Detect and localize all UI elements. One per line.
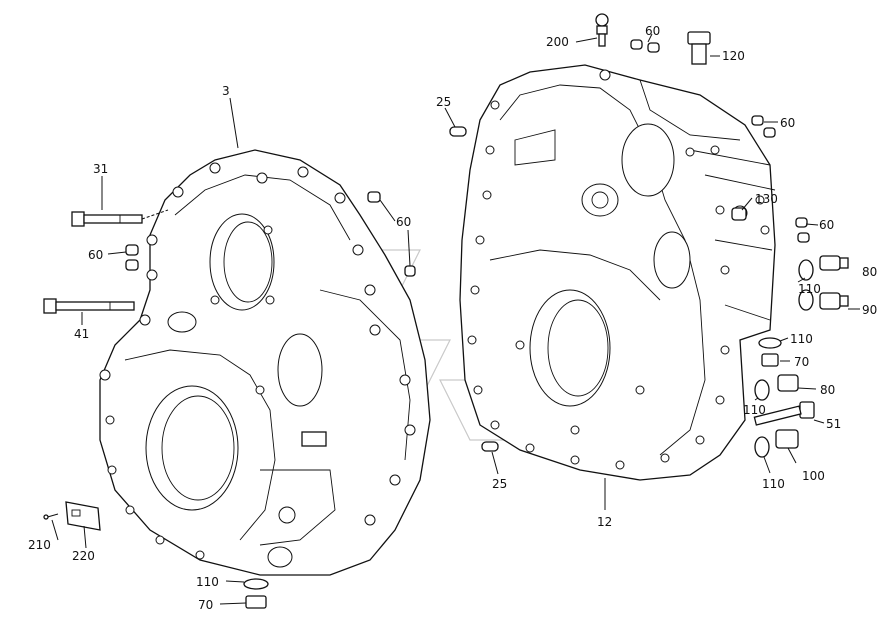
label-12: 12	[597, 515, 612, 529]
pin-210	[43, 513, 59, 520]
label-25-lower: 25	[492, 477, 507, 491]
label-110-lower: 110	[743, 403, 766, 417]
leader-lines	[51, 33, 860, 605]
label-110-bottom: 110	[196, 575, 219, 589]
eyebolt-200	[595, 13, 609, 47]
bolt-41	[43, 298, 135, 314]
label-210: 210	[28, 538, 51, 552]
washer-110-middle	[758, 337, 782, 349]
housing-part-3	[99, 149, 431, 576]
label-60-top: 60	[645, 24, 660, 38]
pin-25-lower	[481, 441, 499, 452]
label-60-right-lower: 60	[819, 218, 834, 232]
plug-80-lower	[754, 374, 799, 401]
housing-part-12	[459, 64, 776, 481]
label-70-right: 70	[794, 355, 809, 369]
plug-100	[754, 429, 799, 458]
label-70-bottom: 70	[198, 598, 213, 612]
label-100: 100	[802, 469, 825, 483]
label-110-middle: 110	[790, 332, 813, 346]
label-130: 130	[755, 192, 778, 206]
plate-220	[65, 501, 101, 531]
plug-120	[687, 31, 711, 65]
plug-60-top	[630, 39, 660, 53]
washer-110-bottom	[243, 578, 269, 590]
label-60-right-upper: 60	[780, 116, 795, 130]
plug-80-upper	[819, 255, 849, 271]
label-31: 31	[93, 162, 108, 176]
label-51: 51	[826, 417, 841, 431]
label-110-upper: 110	[798, 282, 821, 296]
plug-90	[819, 292, 849, 310]
plug-70-bottom	[245, 595, 267, 609]
label-60-left: 60	[88, 248, 103, 262]
bolt-31	[71, 209, 169, 227]
label-80-upper: 80	[862, 265, 877, 279]
label-220: 220	[72, 549, 95, 563]
label-200: 200	[546, 35, 569, 49]
label-60-middle: 60	[396, 215, 411, 229]
bolt-51	[753, 401, 815, 426]
plug-60-left	[125, 244, 139, 271]
label-90: 90	[862, 303, 877, 317]
label-25-upper: 25	[436, 95, 451, 109]
pin-25-upper	[449, 126, 467, 137]
washer-110-upper	[798, 259, 814, 311]
label-110-bottom-right: 110	[762, 477, 785, 491]
part-labels: 3 31 60 60 41 210 220 110 70 25 200 60 1…	[28, 24, 877, 612]
label-41: 41	[74, 327, 89, 341]
plug-60-right-lower	[795, 217, 810, 243]
label-80-lower: 80	[820, 383, 835, 397]
plug-60-right-upper	[751, 115, 776, 138]
plug-130	[731, 207, 747, 221]
label-120: 120	[722, 49, 745, 63]
plug-70-right	[761, 353, 779, 367]
label-3: 3	[222, 84, 230, 98]
